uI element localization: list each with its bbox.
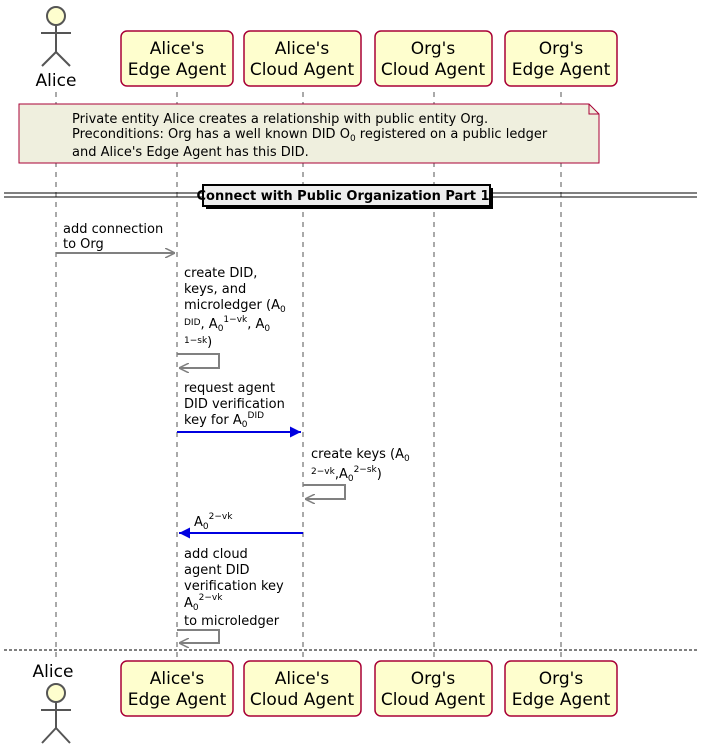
message-label: create DID, [184,266,257,281]
message-label: DID verification [184,397,285,412]
participant-label: Edge Agent [128,690,227,710]
participant-alice-cloud-top: Alice's Cloud Agent [243,30,362,87]
actor-alice-bottom [41,683,71,744]
note-line-1: Private entity Alice creates a relations… [72,112,488,127]
message-label: to microledger [184,614,280,629]
message-label: agent DID [184,563,250,578]
message-label: verification key [184,579,284,594]
participant-label: Edge Agent [128,60,227,80]
message-create-keys: create keys (A0 2−vk,A02−sk) [303,447,410,499]
participant-label: Cloud Agent [250,690,355,710]
precondition-note: Private entity Alice creates a relations… [18,103,600,164]
arrow-create-did [177,353,220,368]
participant-label: Org's [411,669,456,689]
participant-label: Alice's [275,669,330,689]
message-label: create keys (A0 [311,447,410,464]
arrow-add-cloud-agent-key [177,629,220,643]
message-create-did: create DID, keys, and microledger (A0 DI… [177,266,286,368]
participant-label: Cloud Agent [381,690,486,710]
message-label: 2−vk,A02−sk) [311,465,382,484]
arrow-create-keys [303,484,346,499]
participant-label: Edge Agent [512,690,611,710]
participant-label: Cloud Agent [250,60,355,80]
message-request-agent-did: request agent DID verification key for A… [177,381,301,438]
actor-alice-top [41,6,71,67]
message-return-key: A02−vk [179,512,303,539]
participant-alice-edge-top: Alice's Edge Agent [120,30,234,87]
actor-alice-label-bottom: Alice [33,662,74,682]
note-line-2: Preconditions: Org has a well known DID … [72,127,548,144]
participant-org-edge-bottom: Org's Edge Agent [504,660,618,717]
participant-org-cloud-bottom: Org's Cloud Agent [374,660,493,717]
participant-alice-cloud-bottom: Alice's Cloud Agent [243,660,362,717]
message-label: A02−vk [194,512,233,532]
participant-label: Org's [539,669,584,689]
message-add-cloud-agent-key: add cloud agent DID verification key A02… [177,547,284,643]
message-add-connection: add connection to Org [56,222,175,253]
participant-label: Org's [411,39,456,59]
section-divider: Connect with Public Organization Part 1 [4,184,697,209]
participant-label: Alice's [150,39,205,59]
participant-org-cloud-top: Org's Cloud Agent [374,30,493,87]
participant-alice-edge-bottom: Alice's Edge Agent [120,660,234,717]
message-label: DID, A01−vk, A0 [184,315,270,334]
actor-alice-label-top: Alice [36,71,77,91]
participant-org-edge-top: Org's Edge Agent [504,30,618,87]
note-line-3: and Alice's Edge Agent has this DID. [72,145,309,160]
message-label: key for A0DID [184,411,264,430]
divider-title: Connect with Public Organization Part 1 [196,189,489,204]
message-label: A02−vk [184,593,223,613]
message-label: keys, and [184,282,246,297]
message-label: add cloud [184,547,248,562]
participant-label: Cloud Agent [381,60,486,80]
lifelines [55,92,562,660]
participant-label: Alice's [150,669,205,689]
message-label: request agent [184,381,275,396]
message-label: 1−sk) [184,335,212,350]
message-label: to Org [63,237,104,252]
participant-label: Alice's [275,39,330,59]
message-label: add connection [63,222,163,237]
participant-label: Edge Agent [512,60,611,80]
message-label: microledger (A0 [184,298,286,315]
participant-label: Org's [539,39,584,59]
